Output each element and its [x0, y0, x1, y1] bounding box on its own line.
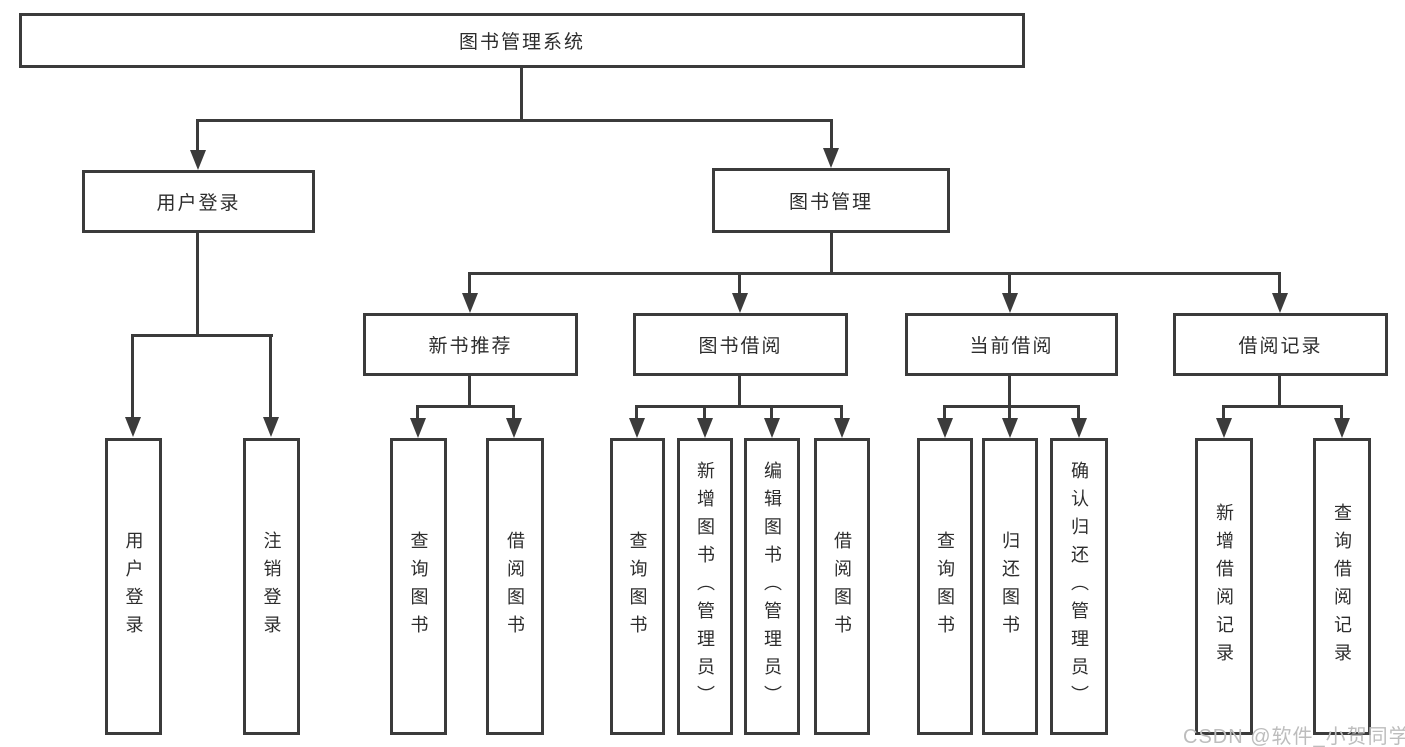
connector-level3-horizontal [468, 272, 1281, 275]
arrowhead-down-icon [1216, 418, 1232, 438]
leaf-confirm-return-admin: 确认归还（管理员） [1050, 438, 1108, 735]
arrowhead-down-icon [1002, 293, 1018, 313]
connector-group-horizontal [1222, 405, 1343, 408]
connector-leaf-shaft [1340, 405, 1343, 420]
arrowhead-down-icon [834, 418, 850, 438]
node-user-login-label: 用户登录 [156, 193, 241, 214]
arrowhead-down-icon [1002, 418, 1018, 438]
leaf-query-books-current-label: 查询图书 [935, 530, 955, 643]
arrowhead-down-icon [125, 417, 141, 437]
arrowhead-down-icon [1334, 418, 1350, 438]
leaf-confirm-return-admin-label: 确认归还（管理员） [1069, 460, 1089, 713]
connector-leaf-shaft [703, 405, 706, 420]
node-current-borrow-label: 当前借阅 [969, 336, 1054, 357]
leaf-add-books-admin-label: 新增图书（管理员） [695, 460, 715, 713]
leaf-query-borrow-record: 查询借阅记录 [1313, 438, 1371, 735]
connector-leaf-shaft [1077, 405, 1080, 420]
connector-login-child-shaft [269, 334, 272, 420]
arrowhead-down-icon [1071, 418, 1087, 438]
node-book-borrow-label: 图书借阅 [698, 336, 783, 357]
connector-login-child-shaft [131, 334, 134, 420]
arrowhead-down-icon [1272, 293, 1288, 313]
connector-group-stem [738, 375, 741, 407]
connector-leaf-shaft [943, 405, 946, 420]
node-book-management: 图书管理 [712, 168, 950, 233]
leaf-logout-label: 注销登录 [261, 530, 282, 643]
connector-group-stem [1278, 375, 1281, 407]
leaf-logout: 注销登录 [243, 438, 300, 735]
arrowhead-down-icon [732, 293, 748, 313]
connector-leaf-shaft [1222, 405, 1225, 420]
arrowhead-down-icon [190, 150, 206, 170]
leaf-borrow-books-recommend-label: 借阅图书 [505, 530, 525, 643]
arrowhead-down-icon [697, 418, 713, 438]
node-root: 图书管理系统 [19, 13, 1025, 68]
leaf-query-books-current: 查询图书 [917, 438, 973, 735]
connector-leaf-shaft [770, 405, 773, 420]
node-borrow-record-label: 借阅记录 [1238, 336, 1323, 357]
node-book-borrow: 图书借阅 [633, 313, 848, 376]
connector-login-horizontal [131, 334, 273, 337]
leaf-add-borrow-record: 新增借阅记录 [1195, 438, 1253, 735]
connector-leaf-shaft [1008, 405, 1011, 420]
node-user-login: 用户登录 [82, 170, 315, 233]
leaf-query-books-borrow: 查询图书 [610, 438, 665, 735]
connector-group-horizontal [416, 405, 515, 408]
arrowhead-down-icon [506, 418, 522, 438]
connector-leaf-shaft [840, 405, 843, 420]
leaf-borrow-books-label: 借阅图书 [832, 530, 852, 643]
leaf-user-login: 用户登录 [105, 438, 162, 735]
connector-level1-horizontal [196, 119, 833, 122]
connector-root-stem [520, 68, 523, 121]
connector-drop-login [196, 119, 199, 153]
node-root-label: 图书管理系统 [458, 32, 585, 53]
connector-drop-management [830, 119, 833, 151]
connector-leaf-shaft [512, 405, 515, 420]
leaf-borrow-books-recommend: 借阅图书 [486, 438, 544, 735]
leaf-borrow-books: 借阅图书 [814, 438, 870, 735]
leaf-return-books-label: 归还图书 [1000, 530, 1020, 643]
node-new-book-recommend: 新书推荐 [363, 313, 578, 376]
leaf-user-login-label: 用户登录 [123, 530, 144, 643]
node-borrow-record: 借阅记录 [1173, 313, 1388, 376]
arrowhead-down-icon [629, 418, 645, 438]
connector-level3-shaft [1008, 272, 1011, 296]
leaf-query-books-borrow-label: 查询图书 [627, 530, 648, 643]
leaf-return-books: 归还图书 [982, 438, 1038, 735]
connector-management-stem [830, 233, 833, 275]
leaf-query-books-recommend: 查询图书 [390, 438, 447, 735]
arrowhead-down-icon [462, 293, 478, 313]
connector-group-horizontal [635, 405, 841, 408]
connector-level3-shaft [468, 272, 471, 296]
arrowhead-down-icon [764, 418, 780, 438]
leaf-query-borrow-record-label: 查询借阅记录 [1332, 502, 1352, 671]
node-new-book-recommend-label: 新书推荐 [428, 336, 513, 357]
connector-login-stem [196, 233, 199, 336]
node-current-borrow: 当前借阅 [905, 313, 1118, 376]
connector-leaf-shaft [635, 405, 638, 420]
arrowhead-down-icon [263, 417, 279, 437]
leaf-query-books-recommend-label: 查询图书 [408, 530, 429, 643]
leaf-edit-books-admin: 编辑图书（管理员） [744, 438, 800, 735]
leaf-add-books-admin: 新增图书（管理员） [677, 438, 733, 735]
connector-level3-shaft [738, 272, 741, 296]
arrowhead-down-icon [937, 418, 953, 438]
leaf-edit-books-admin-label: 编辑图书（管理员） [762, 460, 782, 713]
arrowhead-down-icon [410, 418, 426, 438]
leaf-add-borrow-record-label: 新增借阅记录 [1214, 502, 1234, 671]
connector-group-stem [1008, 375, 1011, 407]
node-book-management-label: 图书管理 [788, 192, 873, 213]
arrowhead-down-icon [823, 148, 839, 168]
csdn-watermark: CSDN @软件_小贺同学 [1183, 726, 1405, 747]
connector-group-stem [468, 375, 471, 407]
connector-leaf-shaft [416, 405, 419, 420]
connector-group-horizontal [943, 405, 1080, 408]
connector-level3-shaft [1278, 272, 1281, 296]
